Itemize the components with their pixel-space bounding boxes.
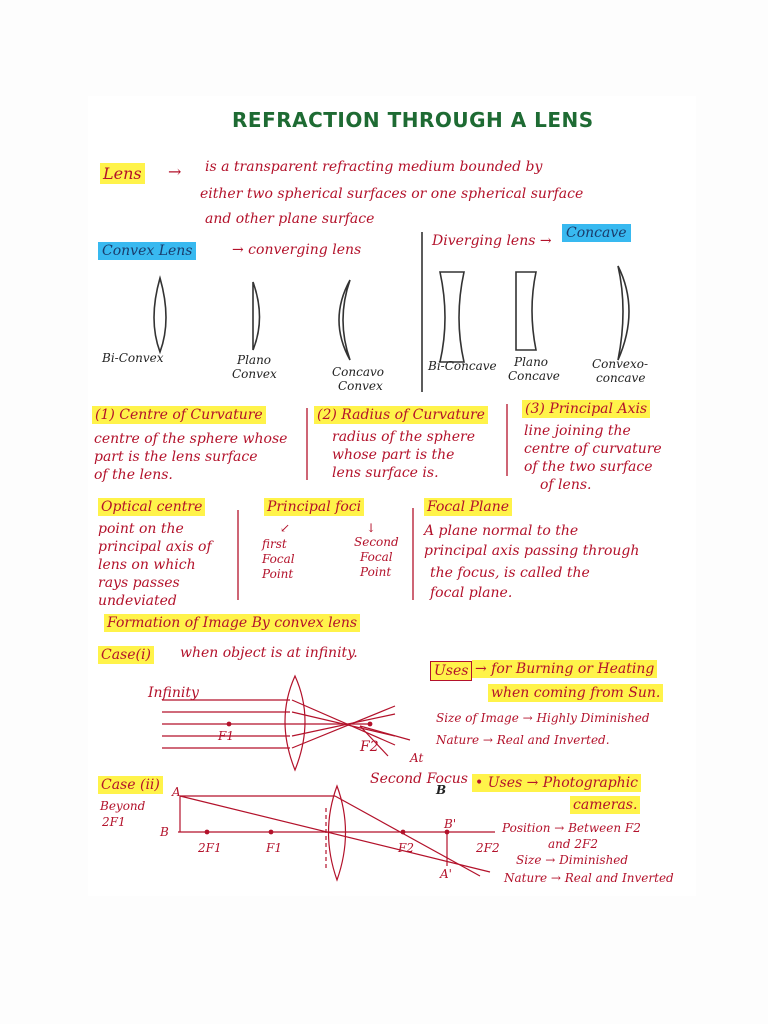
label-biconcave: Bi-Concave	[428, 359, 497, 373]
axis-2f2-label: 2F2	[476, 841, 500, 855]
image-a-dash-label: A'	[440, 867, 452, 881]
uses1-line1: → for Burning or Heating	[472, 660, 658, 678]
nature2-text: Nature → Real and Inverted	[504, 871, 674, 885]
infinity-label: Infinity	[148, 685, 199, 701]
f1-label: F1	[218, 729, 234, 743]
uses1-line2: when coming from Sun.	[488, 684, 664, 702]
radius-line1: radius of the sphere	[332, 429, 475, 445]
formation-heading: Formation of Image By convex lens	[104, 614, 361, 632]
axis-line4: of lens.	[540, 477, 592, 493]
second-arrow: ↓	[366, 521, 377, 535]
converging-label: → converging lens	[232, 242, 362, 258]
label-convexo-concave-1: Convexo-	[592, 357, 649, 371]
first-focal-2: Focal	[262, 552, 295, 566]
axis-line2: centre of curvature	[524, 441, 662, 457]
radius-heading: (2) Radius of Curvature	[314, 406, 488, 424]
concave-label: Concave	[562, 224, 631, 242]
position2-line1: Position → Between F2	[502, 821, 641, 835]
at-label: At	[410, 751, 424, 765]
lens-def-arrow: →	[168, 162, 182, 181]
page-title: REFRACTION THROUGH A LENS	[232, 108, 594, 132]
size2-text: Size → Diminished	[516, 853, 629, 867]
optical-line1: point on the	[98, 521, 184, 537]
optical-line5: undeviated	[98, 593, 177, 609]
focal-plane-line3: the focus, is called the	[430, 565, 590, 581]
axis-heading: (3) Principal Axis	[522, 400, 651, 418]
lens-def-line1: is a transparent refracting medium bound…	[205, 159, 543, 175]
object-a-label: A	[172, 785, 181, 799]
label-plano-convex-2: Convex	[232, 367, 277, 381]
axis-f2-label: F2	[398, 841, 414, 855]
optical-line2: principal axis of	[98, 539, 212, 555]
object-b-label: B	[160, 825, 169, 839]
label-biconvex: Bi-Convex	[102, 351, 164, 365]
size1-text: Size of Image → Highly Diminished	[436, 711, 650, 725]
foci-heading: Principal foci	[264, 498, 365, 516]
beyond-2f1-label: 2F1	[102, 815, 126, 829]
first-arrow: ↙	[280, 521, 291, 535]
axis-line1: line joining the	[524, 423, 631, 439]
beyond-label: Beyond	[100, 799, 146, 813]
second-focal-2: Focal	[360, 550, 393, 564]
case2-label: Case (ii)	[98, 776, 163, 794]
label-plano-concave-2: Concave	[508, 369, 560, 383]
label-concavo-convex-1: Concavo	[332, 365, 385, 379]
lens-def-line3: and other plane surface	[205, 211, 375, 227]
axis-2f1-label: 2F1	[198, 841, 222, 855]
diverging-label: Diverging lens →	[432, 233, 552, 249]
focal-plane-line2: principal axis passing through	[424, 543, 640, 559]
lens-term: Lens	[100, 163, 145, 184]
curvature-line3: of the lens.	[94, 467, 173, 483]
position2-line2: and 2F2	[548, 837, 598, 851]
curvature-line1: centre of the sphere whose	[94, 431, 288, 447]
focal-plane-heading: Focal Plane	[424, 498, 513, 516]
nature1-text: Nature → Real and Inverted.	[436, 733, 610, 747]
lens-def-line2: either two spherical surfaces or one sph…	[200, 186, 584, 202]
first-focal-3: Point	[262, 567, 294, 581]
focal-plane-line1: A plane normal to the	[424, 523, 579, 539]
label-concavo-convex-2: Convex	[338, 379, 383, 393]
optical-line4: rays passes	[98, 575, 180, 591]
image-b-dash-label: B'	[444, 817, 457, 831]
radius-line2: whose part is the	[332, 447, 455, 463]
convex-lens-label: Convex Lens	[98, 242, 197, 260]
first-focal-1: first	[262, 537, 287, 551]
label-plano-convex-1: Plano	[237, 353, 272, 367]
axis-f1-label: F1	[266, 841, 282, 855]
uses1-label: Uses	[430, 661, 473, 681]
f2-label: F2	[360, 739, 379, 755]
second-focal-1: Second	[354, 535, 399, 549]
radius-line3: lens surface is.	[332, 465, 439, 481]
label-plano-concave-1: Plano	[514, 355, 549, 369]
second-focus-label: Second Focus	[370, 771, 468, 787]
curvature-line2: part is the lens surface	[94, 449, 258, 465]
focal-plane-line4: focal plane.	[430, 585, 513, 601]
b-mark: B	[436, 783, 447, 797]
second-focal-3: Point	[360, 565, 392, 579]
optical-heading: Optical centre	[98, 498, 206, 516]
curvature-heading: (1) Centre of Curvature	[92, 406, 266, 424]
uses2-line1: • Uses → Photographic	[472, 774, 642, 792]
optical-line3: lens on which	[98, 557, 196, 573]
case1-text: when object is at infinity.	[180, 645, 358, 661]
uses2-line2: cameras.	[570, 796, 641, 814]
case1-label: Case(i)	[98, 646, 154, 664]
label-convexo-concave-2: concave	[596, 371, 646, 385]
axis-line3: of the two surface	[524, 459, 653, 475]
